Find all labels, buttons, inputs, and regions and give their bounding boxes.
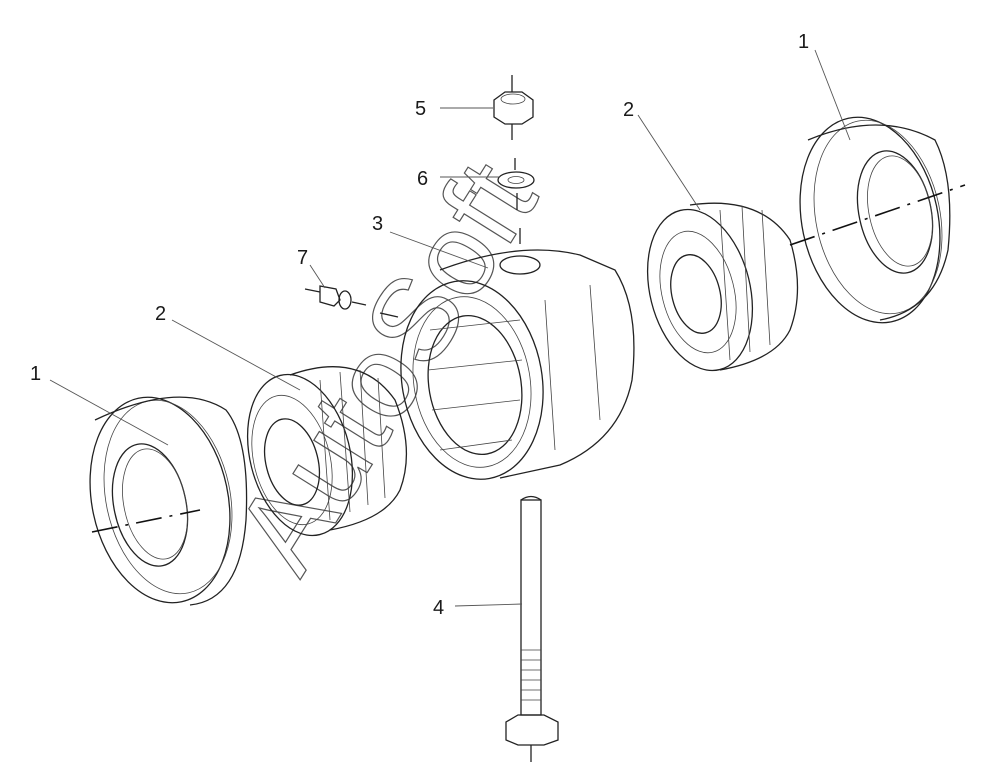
part-cup-right (789, 116, 966, 324)
callout-cup-right: 1 (798, 31, 809, 53)
part-housing (400, 249, 635, 480)
part-cup-left (89, 396, 248, 606)
callout-cup-left: 1 (30, 363, 41, 385)
leader-lines (49, 49, 851, 607)
callout-grease-fitting: 7 (297, 247, 308, 269)
callout-housing: 3 (372, 213, 383, 235)
callout-nut: 5 (415, 98, 426, 120)
callout-washer: 6 (417, 168, 428, 190)
watermark-text: AutoSoft (210, 140, 562, 594)
callout-coupling-left: 2 (155, 303, 166, 325)
callout-coupling-right: 2 (623, 99, 634, 121)
part-washer (497, 158, 535, 244)
callout-bolt: 4 (433, 597, 444, 619)
part-nut (493, 75, 534, 140)
part-coupling-left (246, 366, 408, 537)
part-coupling-right (646, 202, 799, 372)
part-bolt (505, 495, 559, 762)
part-grease-fitting (304, 285, 399, 318)
